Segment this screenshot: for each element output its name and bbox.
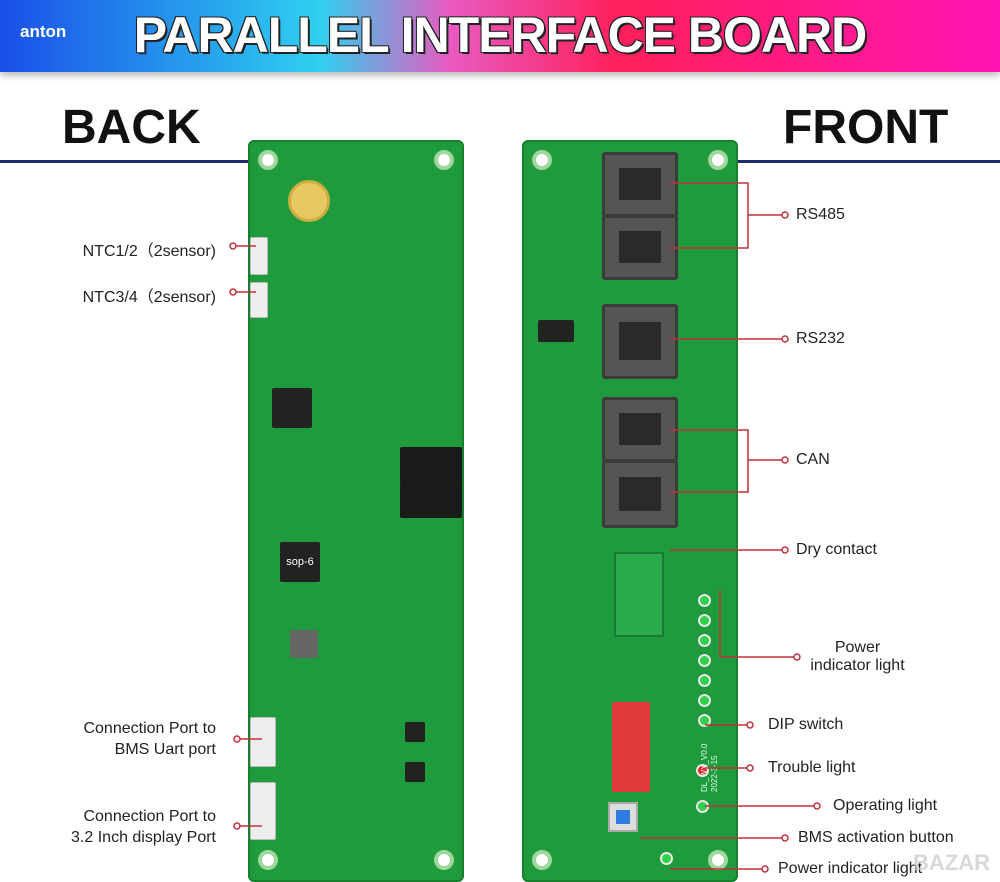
power-led <box>698 694 711 707</box>
front-heading: FRONT <box>783 101 949 154</box>
page-title: PARALLEL INTERFACE BOARD <box>133 7 868 63</box>
watermark: BAZAR <box>913 850 990 875</box>
rs485-port <box>602 215 678 280</box>
mount-hole <box>434 150 454 170</box>
mount-hole <box>708 150 728 170</box>
inductor <box>290 630 318 658</box>
label-display-port: Connection Port to 3.2 Inch display Port <box>71 808 216 847</box>
label-ntc34: NTC3/4（2sensor) <box>82 289 216 306</box>
label-line: 3.2 Inch display Port <box>71 829 216 846</box>
label-power-indicator-light: Power indicator light <box>800 639 915 675</box>
mount-hole <box>258 850 278 870</box>
relay <box>400 447 462 483</box>
dry-contact-terminal <box>614 552 664 637</box>
dip-switch <box>612 702 650 792</box>
label-trouble-light: Trouble light <box>768 759 856 776</box>
label-ntc12: NTC1/2（2sensor) <box>82 243 216 260</box>
ic <box>405 722 425 742</box>
label-dry-contact: Dry contact <box>796 541 877 558</box>
power-led <box>698 654 711 667</box>
label-operating-light: Operating light <box>833 797 938 814</box>
title-banner: anton PARALLEL INTERFACE BOARD <box>0 0 1000 72</box>
mount-hole <box>532 850 552 870</box>
mount-hole <box>258 150 278 170</box>
ic <box>538 320 574 342</box>
label-line: Power <box>834 639 881 656</box>
label-power-indicator-light-2: Power indicator light <box>778 860 923 877</box>
label-rs485: RS485 <box>796 206 845 223</box>
power-led <box>698 634 711 647</box>
label-line: Connection Port to <box>83 720 216 737</box>
label-line: BMS Uart port <box>114 741 216 758</box>
divider-right <box>738 160 1000 163</box>
divider-left <box>0 160 248 163</box>
display-connector <box>250 782 276 840</box>
label-bms-activation-button: BMS activation button <box>798 829 954 846</box>
power-indicator-led <box>660 852 673 865</box>
power-led <box>698 614 711 627</box>
back-pcb-image: sop-6 <box>248 140 464 882</box>
rs232-port <box>602 304 678 379</box>
mount-hole <box>708 850 728 870</box>
brand-logo: anton <box>20 22 67 41</box>
mount-hole <box>532 150 552 170</box>
mcu-chip <box>272 388 312 428</box>
coin-battery <box>288 180 330 222</box>
power-led <box>698 714 711 727</box>
sop6-chip: sop-6 <box>280 542 320 582</box>
mount-hole <box>434 850 454 870</box>
label-rs232: RS232 <box>796 330 845 347</box>
label-line: Connection Port to <box>83 808 216 825</box>
power-led <box>698 674 711 687</box>
ntc34-connector <box>250 282 268 318</box>
bms-uart-connector <box>250 717 276 767</box>
can-port <box>602 460 678 528</box>
label-can: CAN <box>796 451 830 468</box>
label-line: indicator light <box>810 657 905 674</box>
ic <box>405 762 425 782</box>
label-bms-uart-port: Connection Port to BMS Uart port <box>83 720 216 759</box>
front-pcb-image: DL_WX_V0.0 2022-3-15 <box>522 140 738 882</box>
bms-activation-button <box>608 802 638 832</box>
back-heading: BACK <box>62 101 201 154</box>
label-dip-switch: DIP switch <box>768 716 844 733</box>
power-led <box>698 594 711 607</box>
relay <box>400 482 462 518</box>
